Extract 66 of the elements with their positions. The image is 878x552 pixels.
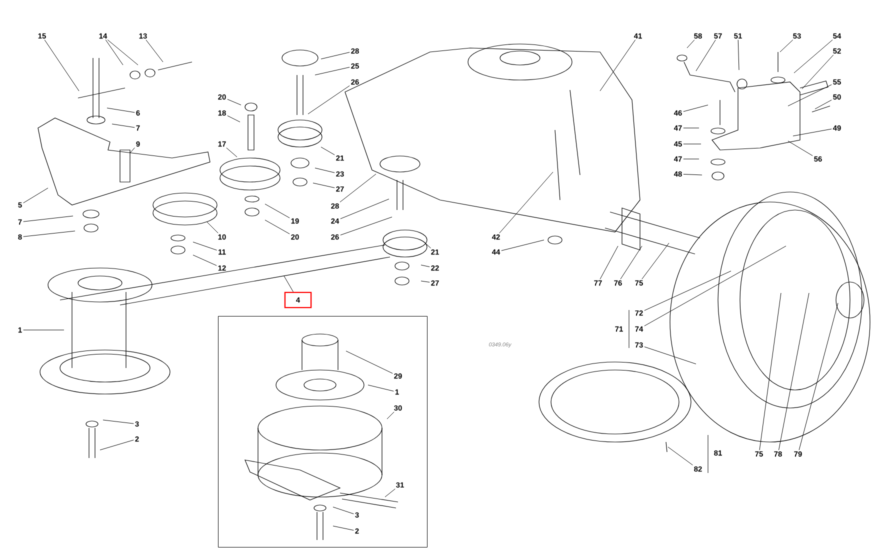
leader-line — [696, 40, 716, 72]
leader-line — [778, 292, 810, 450]
leader-line — [642, 242, 670, 280]
leader-line — [686, 40, 695, 48]
leader-line — [105, 40, 124, 66]
leader-line — [788, 84, 832, 106]
leader-line — [780, 40, 794, 52]
leader-line — [227, 115, 240, 122]
leader-line — [192, 242, 218, 250]
leader-line — [802, 54, 834, 90]
leader-line — [814, 100, 832, 110]
leader-line — [264, 204, 290, 218]
leader-line — [644, 246, 786, 326]
inset-frame — [218, 316, 428, 548]
leader-line — [146, 40, 164, 62]
leader-line — [600, 40, 636, 92]
leader-line — [102, 420, 134, 424]
leader-line — [644, 346, 696, 364]
leader-line — [346, 350, 393, 374]
leader-line — [264, 220, 290, 234]
leader-line — [683, 174, 702, 176]
leader-line — [314, 168, 335, 173]
leader-line — [192, 254, 217, 266]
leader-line — [386, 412, 394, 420]
leader-line — [100, 440, 134, 450]
leader-line — [792, 128, 832, 136]
leader-line — [312, 182, 335, 188]
leader-line — [501, 240, 544, 251]
leader-line — [107, 40, 138, 66]
leader-line — [130, 147, 135, 154]
leader-line — [683, 158, 700, 160]
leader-line — [668, 446, 693, 466]
leader-line — [320, 146, 335, 156]
leader-line — [368, 384, 394, 392]
leader-line — [738, 40, 740, 70]
leader-line — [420, 264, 430, 268]
leader-line — [332, 526, 354, 531]
leader-line — [23, 216, 74, 222]
leader-line — [314, 66, 350, 76]
leader-line — [23, 230, 76, 237]
leader-line — [206, 222, 218, 234]
leader-line — [620, 246, 642, 280]
leader-line — [44, 40, 80, 92]
leader-line — [23, 188, 48, 204]
leader-line — [600, 246, 618, 280]
leader-line — [340, 198, 390, 220]
leader-line — [424, 242, 432, 248]
leader-line — [384, 488, 396, 498]
leader-line — [308, 85, 350, 114]
leader-line — [683, 104, 708, 112]
leader-line — [644, 270, 732, 311]
leader-line — [112, 124, 135, 128]
leader-line — [420, 280, 430, 282]
leader-line — [759, 292, 782, 450]
leader-line — [794, 40, 833, 74]
leader-line — [340, 216, 392, 236]
leader-line — [340, 174, 376, 202]
leader-line — [226, 148, 238, 158]
leader-line — [106, 108, 135, 113]
leader-line — [332, 506, 354, 514]
leader-line — [320, 52, 350, 60]
leader-line — [284, 276, 294, 292]
leader-line — [788, 140, 813, 156]
leader-line — [499, 172, 554, 234]
leader-line — [798, 302, 838, 450]
leader-line — [227, 99, 242, 106]
